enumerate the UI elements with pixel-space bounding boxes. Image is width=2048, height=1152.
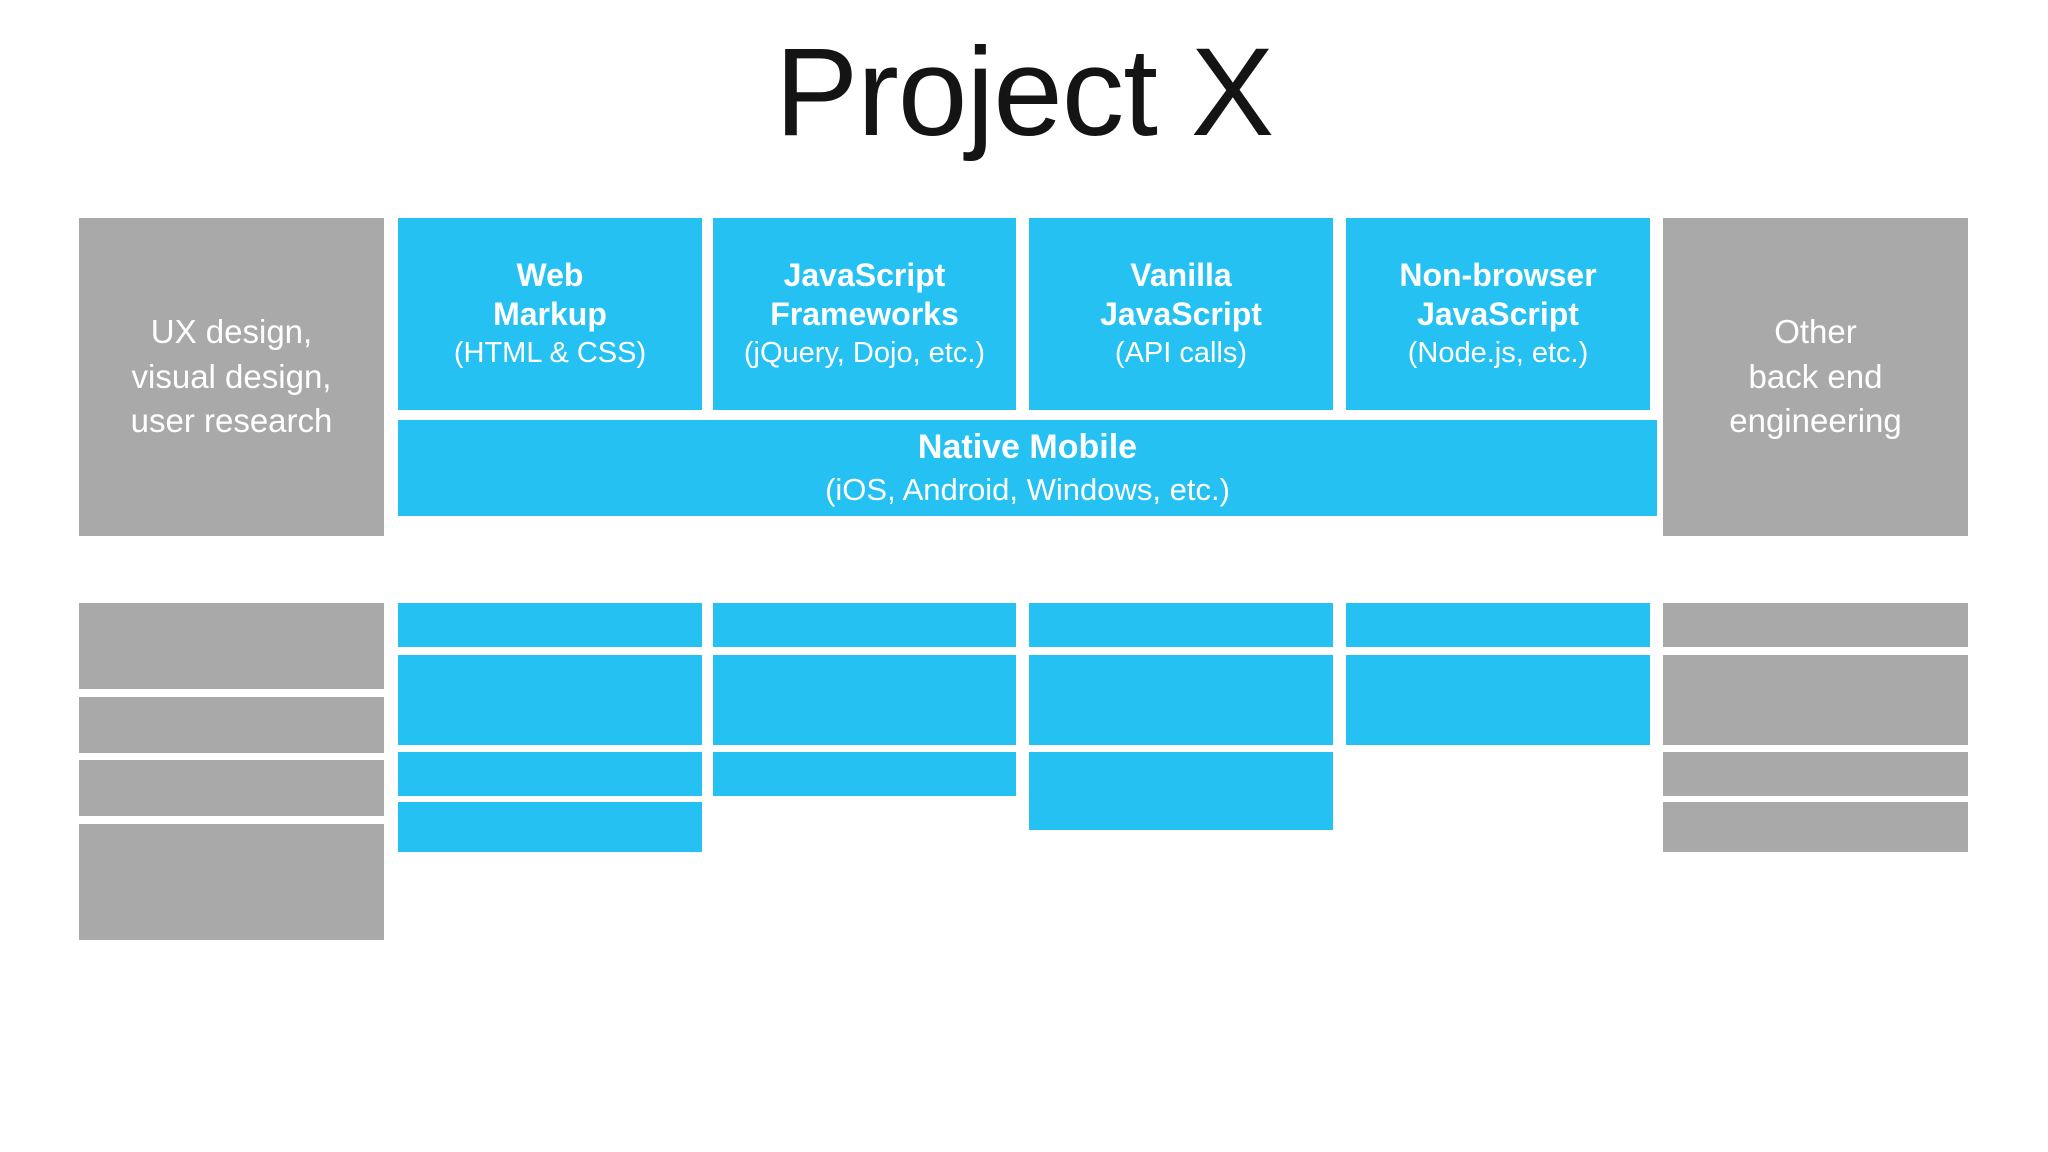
native-mobile-headline: Native Mobile — [917, 428, 1138, 467]
column-web-markup-sublabel: (HTML & CSS) — [453, 337, 647, 370]
web-markup-bars-item[interactable] — [398, 655, 702, 745]
back-end-bars-item[interactable] — [1663, 603, 1968, 647]
vanilla-js-bars-item[interactable] — [1029, 603, 1333, 647]
js-frameworks-bars-item[interactable] — [713, 603, 1016, 647]
column-vanilla-js-sublabel: (API calls) — [1114, 337, 1248, 370]
ux-bars-item[interactable] — [79, 697, 384, 753]
native-mobile-bar[interactable]: Native Mobile (iOS, Android, Windows, etc… — [398, 420, 1657, 516]
vanilla-js-bars-item[interactable] — [1029, 752, 1333, 830]
js-frameworks-bars-item[interactable] — [713, 752, 1016, 796]
column-ux-label: UX design, visual design, user research — [130, 312, 333, 440]
column-non-browser-js-sublabel: (Node.js, etc.) — [1407, 337, 1589, 370]
non-browser-js-bars-item[interactable] — [1346, 655, 1650, 745]
column-vanilla-js-headline: Vanilla JavaScript — [1100, 256, 1262, 333]
ux-bars-item[interactable] — [79, 760, 384, 816]
column-back-end[interactable]: Other back end engineering — [1663, 218, 1968, 536]
page-title: Project X — [774, 23, 1274, 162]
back-end-bars-item[interactable] — [1663, 655, 1968, 745]
column-web-markup[interactable]: Web Markup (HTML & CSS) — [398, 218, 702, 410]
web-markup-bars-item[interactable] — [398, 802, 702, 852]
ux-bars-item[interactable] — [79, 603, 384, 689]
non-browser-js-bars-item[interactable] — [1346, 603, 1650, 647]
ux-bars-item[interactable] — [79, 824, 384, 940]
web-markup-bars-item[interactable] — [398, 752, 702, 796]
column-js-frameworks-headline: JavaScript Frameworks — [770, 256, 959, 333]
column-vanilla-js[interactable]: Vanilla JavaScript (API calls) — [1029, 218, 1333, 410]
column-ux[interactable]: UX design, visual design, user research — [79, 218, 384, 536]
back-end-bars-item[interactable] — [1663, 752, 1968, 796]
column-non-browser-js[interactable]: Non-browser JavaScript (Node.js, etc.) — [1346, 218, 1650, 410]
column-js-frameworks-sublabel: (jQuery, Dojo, etc.) — [743, 337, 986, 370]
column-non-browser-js-headline: Non-browser JavaScript — [1399, 256, 1597, 333]
column-back-end-label: Other back end engineering — [1729, 312, 1902, 440]
back-end-bars-item[interactable] — [1663, 802, 1968, 852]
web-markup-bars-item[interactable] — [398, 603, 702, 647]
column-js-frameworks[interactable]: JavaScript Frameworks (jQuery, Dojo, etc.… — [713, 218, 1016, 410]
vanilla-js-bars-item[interactable] — [1029, 655, 1333, 745]
js-frameworks-bars-item[interactable] — [713, 655, 1016, 745]
column-web-markup-headline: Web Markup — [493, 256, 607, 333]
native-mobile-sublabel: (iOS, Android, Windows, etc.) — [825, 471, 1230, 507]
